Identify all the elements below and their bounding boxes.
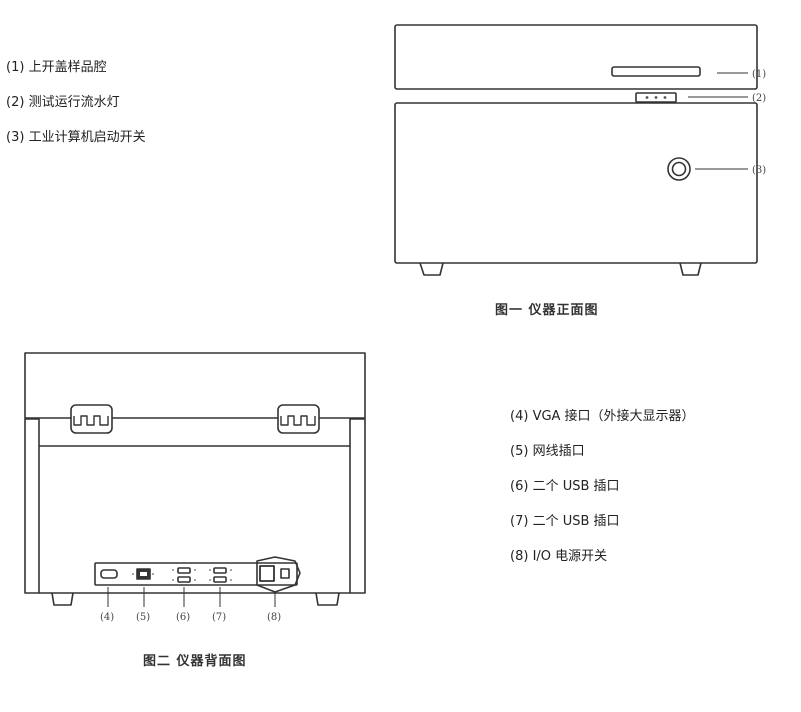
legend-number: (8) [510,549,529,564]
front-view-caption: 图一 仪器正面图 [495,303,599,318]
legend-number: (1) [6,60,25,75]
front-legend-item-2: (2) 测试运行流水灯 [6,91,120,110]
legend-number: (4) [510,409,529,424]
legend-number: (5) [510,444,529,459]
callout-3: (3) [752,165,766,176]
back-foot-right [315,592,340,606]
back-legend-item-6: (6) 二个 USB 插口 [510,475,620,494]
legend-label: 二个 USB 插口 [532,514,620,529]
vga-port-icon [100,569,118,579]
usb-port-icon [213,567,227,574]
io-panel [94,562,298,586]
legend-number: (6) [510,479,529,494]
legend-label: 网线插口 [532,444,585,459]
back-foot-left [51,592,74,606]
legend-label: 工业计算机启动开关 [28,130,146,145]
front-body [394,102,758,264]
legend-label: I/O 电源开关 [532,549,608,564]
front-legend-item-1: (1) 上开盖样品腔 [6,56,107,75]
legend-number: (7) [510,514,529,529]
power-socket-icon [259,565,275,582]
callout-6: (6) [176,612,190,623]
led-indicator-strip [635,92,677,103]
back-legend-item-8: (8) I/O 电源开关 [510,545,607,564]
legend-label: 上开盖样品腔 [28,60,107,75]
callout-7: (7) [212,612,226,623]
side-post-right [349,418,366,594]
usb-port-icon [213,576,227,583]
back-lid [24,352,366,419]
front-foot-left [419,262,444,276]
usb-port-icon [177,567,191,574]
sample-chamber-slot [611,66,701,77]
front-legend-item-3: (3) 工业计算机启动开关 [6,126,146,145]
hinge-right [277,404,320,434]
power-button-icon [667,157,691,181]
callout-8: (8) [267,612,281,623]
callout-1: (1) [752,69,766,80]
callout-5: (5) [136,612,150,623]
side-post-left [24,418,40,594]
power-switch-icon [280,568,290,579]
back-legend-item-7: (7) 二个 USB 插口 [510,510,620,529]
top-lid [394,24,758,90]
front-view-drawing [394,24,758,276]
legend-label: VGA 接口（外接大显示器） [532,409,695,424]
usb-port-icon [177,576,191,583]
legend-number: (3) [6,130,25,145]
legend-number: (2) [6,95,25,110]
legend-label: 测试运行流水灯 [28,95,120,110]
back-view-caption: 图二 仪器背面图 [143,654,247,669]
hinge-left [70,404,113,434]
power-module-outline [256,556,301,593]
callout-2: (2) [752,93,766,104]
back-view-drawing [24,352,366,607]
back-legend-item-4: (4) VGA 接口（外接大显示器） [510,405,695,424]
front-foot-right [679,262,702,276]
legend-label: 二个 USB 插口 [532,479,620,494]
callout-4: (4) [100,612,114,623]
back-legend-item-5: (5) 网线插口 [510,440,585,459]
